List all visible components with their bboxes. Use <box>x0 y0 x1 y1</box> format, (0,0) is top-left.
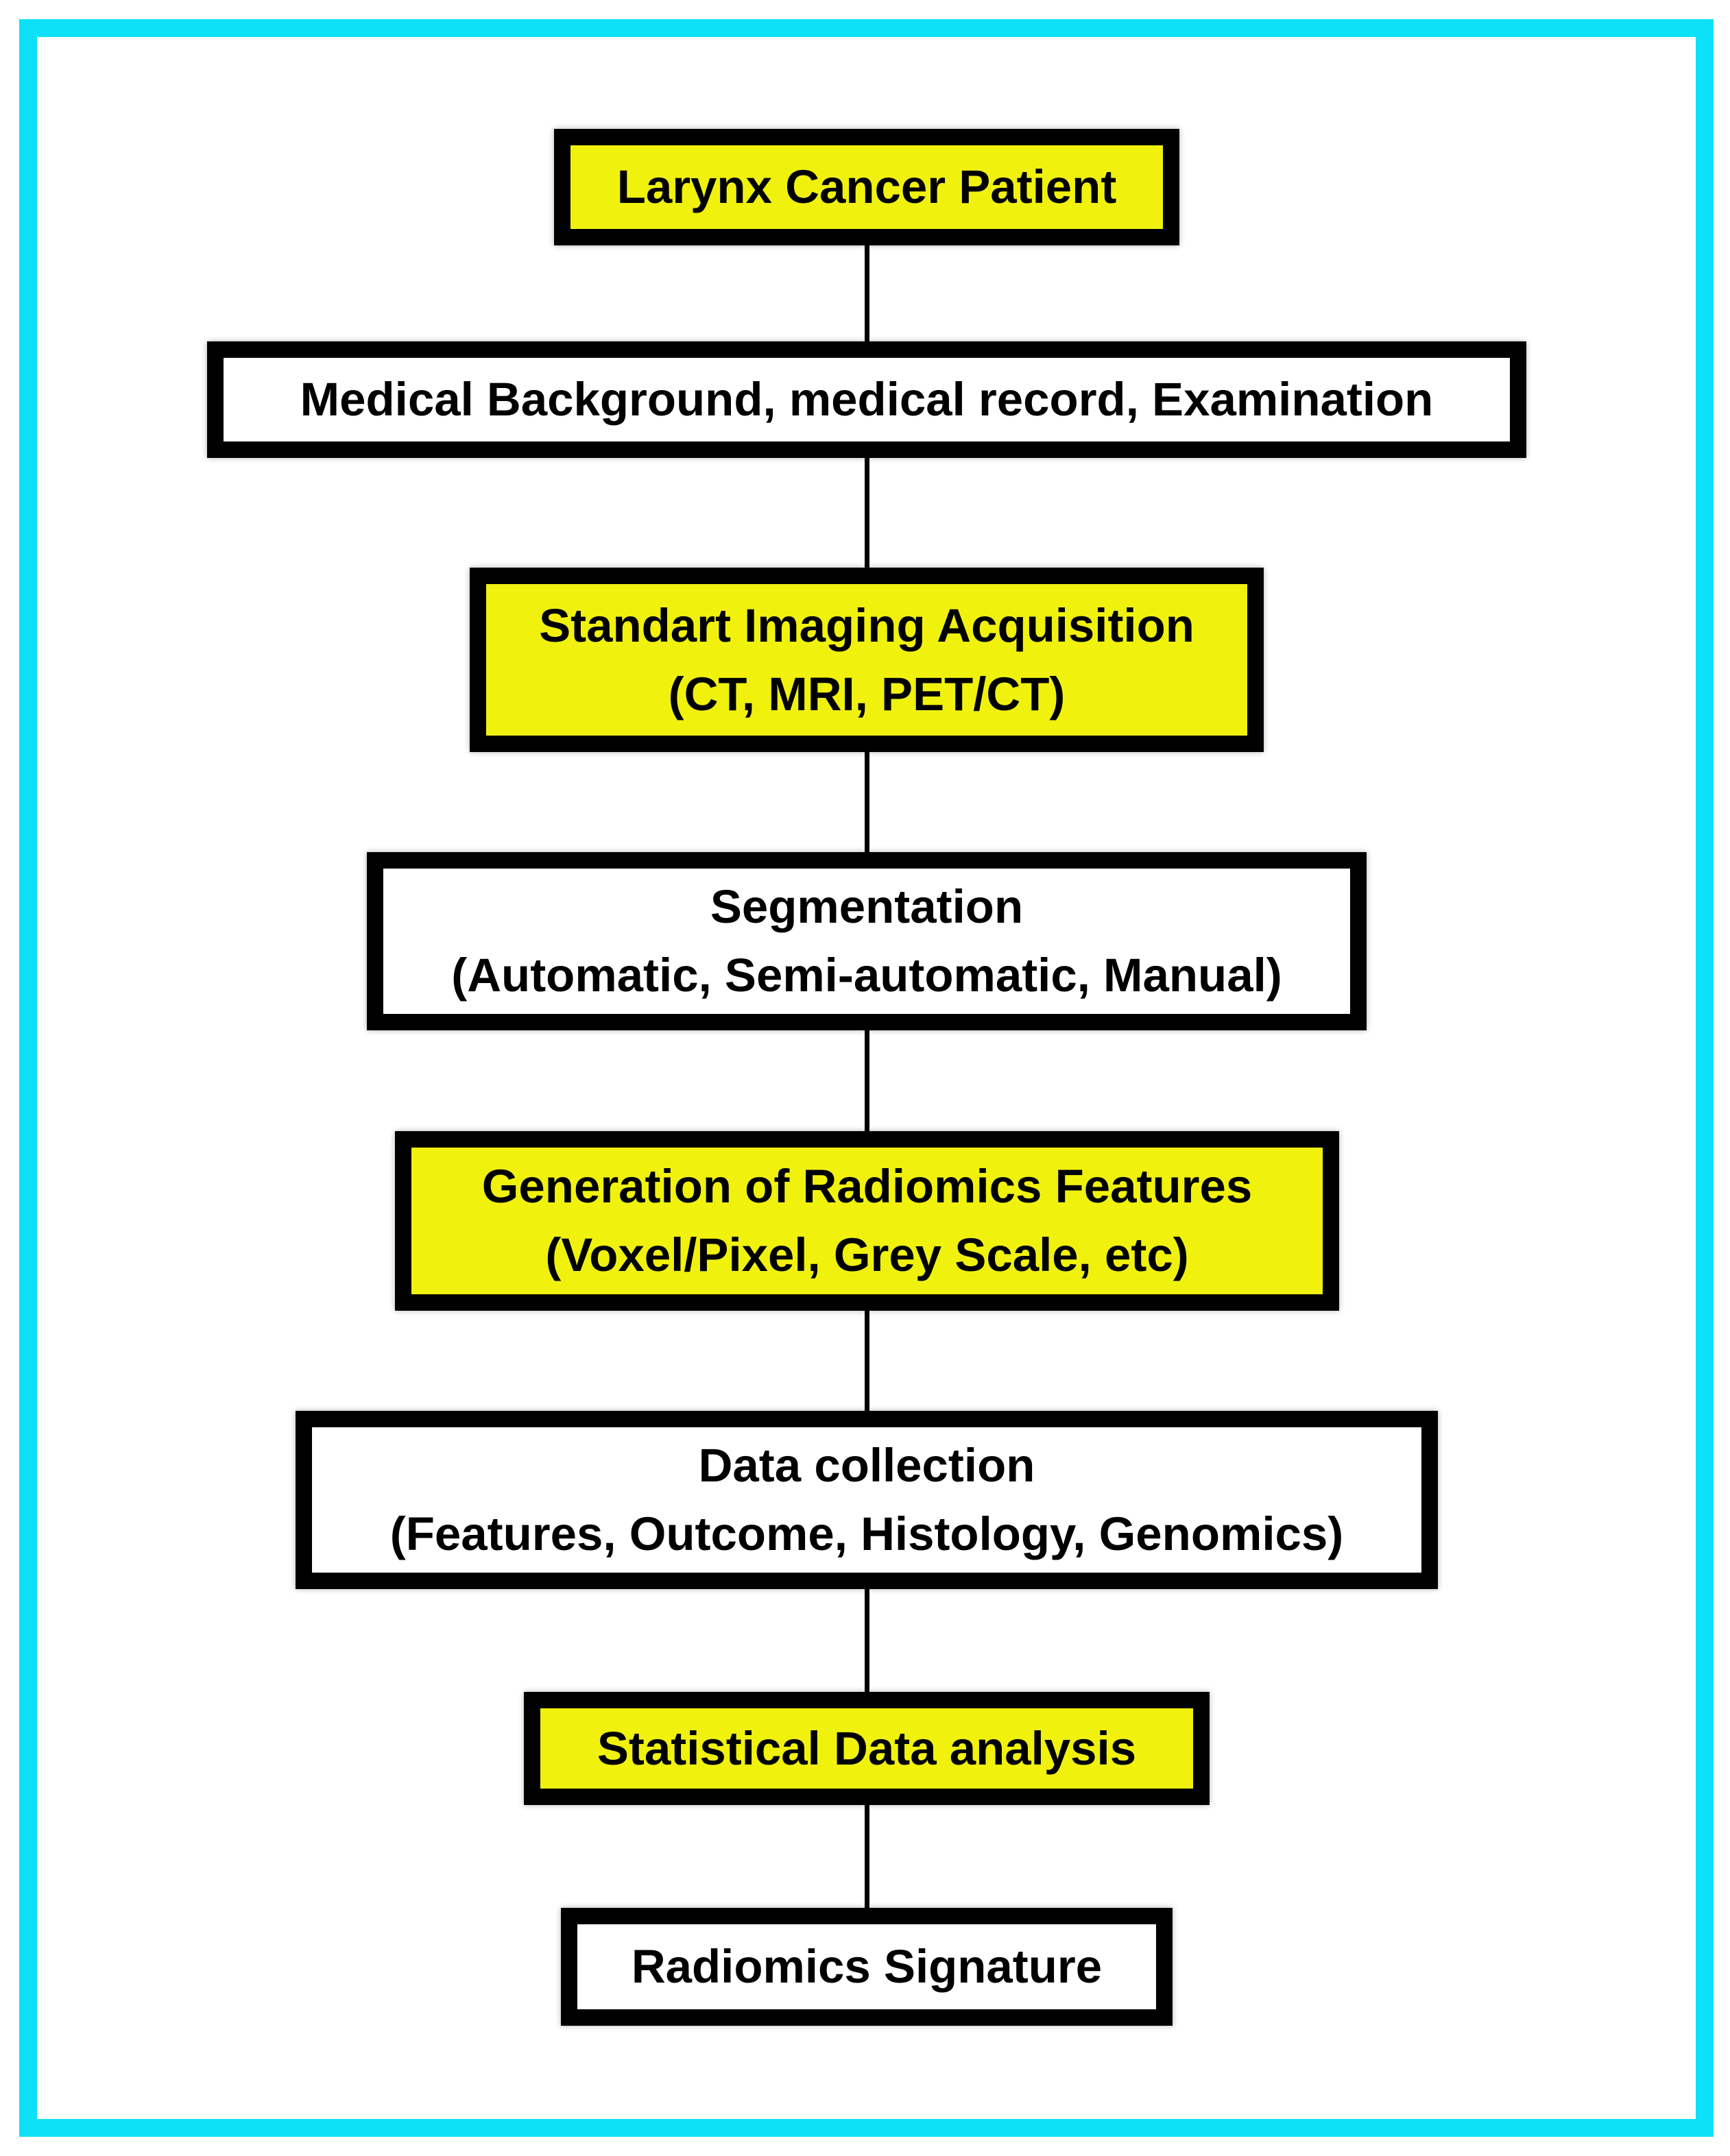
node-imaging-acquisition: Standart Imaging Acquisition (CT, MRI, P… <box>470 568 1264 752</box>
node-label: Data collection <box>698 1439 1035 1492</box>
node-sublabel: (Features, Outcome, Histology, Genomics) <box>389 1507 1344 1560</box>
node-label: Standart Imaging Acquisition <box>539 598 1194 652</box>
node-label: Segmentation <box>710 880 1024 933</box>
node-statistical-analysis: Statistical Data analysis <box>524 1692 1210 1805</box>
node-medical-background: Medical Background, medical record, Exam… <box>207 341 1526 458</box>
node-sublabel: (Voxel/Pixel, Grey Scale, etc) <box>545 1228 1189 1281</box>
node-sublabel: (Automatic, Semi-automatic, Manual) <box>451 949 1282 1002</box>
node-label: Larynx Cancer Patient <box>616 160 1117 213</box>
node-data-collection: Data collection (Features, Outcome, Hist… <box>296 1411 1438 1589</box>
node-label: Statistical Data analysis <box>597 1721 1137 1775</box>
node-larynx-cancer-patient: Larynx Cancer Patient <box>554 129 1179 245</box>
node-label: Generation of Radiomics Features <box>481 1160 1253 1213</box>
node-sublabel: (CT, MRI, PET/CT) <box>668 667 1066 720</box>
connector-line <box>865 192 869 1940</box>
node-segmentation: Segmentation (Automatic, Semi-automatic,… <box>367 852 1367 1030</box>
node-label: Radiomics Signature <box>631 1940 1103 1993</box>
node-radiomics-signature: Radiomics Signature <box>561 1908 1173 2026</box>
node-radiomics-features: Generation of Radiomics Features (Voxel/… <box>395 1131 1339 1311</box>
node-label: Medical Background, medical record, Exam… <box>300 373 1434 426</box>
